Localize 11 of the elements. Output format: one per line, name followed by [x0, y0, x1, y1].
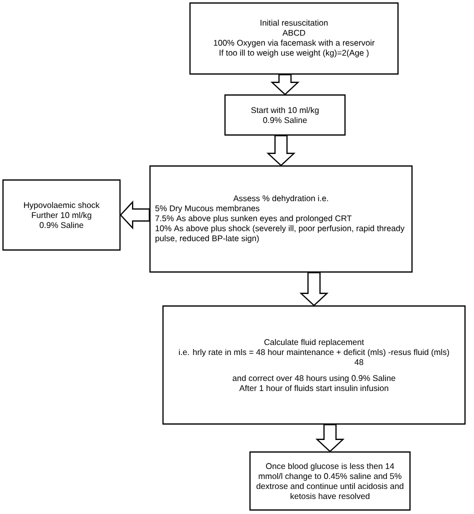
block-arrow [270, 74, 300, 96]
process-box: Once blood glucose is less then 14 mmol/l change to 0.45% saline and 5% dextrose and continue until acidosis and ketosis have resolved [249, 451, 411, 511]
block-arrow [315, 424, 345, 452]
process-box: Start with 10 ml/kg 0.9% Saline [224, 94, 346, 136]
process-box: Initial resuscitation ABCD 100% Oxygen via facemask with a reservoir If too ill to weigh use weight (kg)=2(Age ) [189, 2, 399, 75]
block-arrow [299, 272, 329, 306]
process-box: Assess % dehydration i.e. 5% Dry Mucous membranes 7.5% As above plus sunken eyes and prolonged CRT 10% As above plus shock (severely ill, poor perfusion, rapid thready pulse, reduced BP-late sign) [149, 165, 413, 273]
block-arrow [120, 200, 150, 230]
block-arrow [266, 135, 296, 166]
process-box: Hypovolaemic shock Further 10 ml/kg 0.9% Saline [2, 179, 121, 251]
process-box: Calculate fluid replacement i.e. hrly rate in mls = 48 hour maintenance + deficit (mls) -resus fluid (mls) 48 and correct over 48 hours using 0.9% Saline After 1 hour of fluids start insulin infusion [162, 305, 466, 425]
